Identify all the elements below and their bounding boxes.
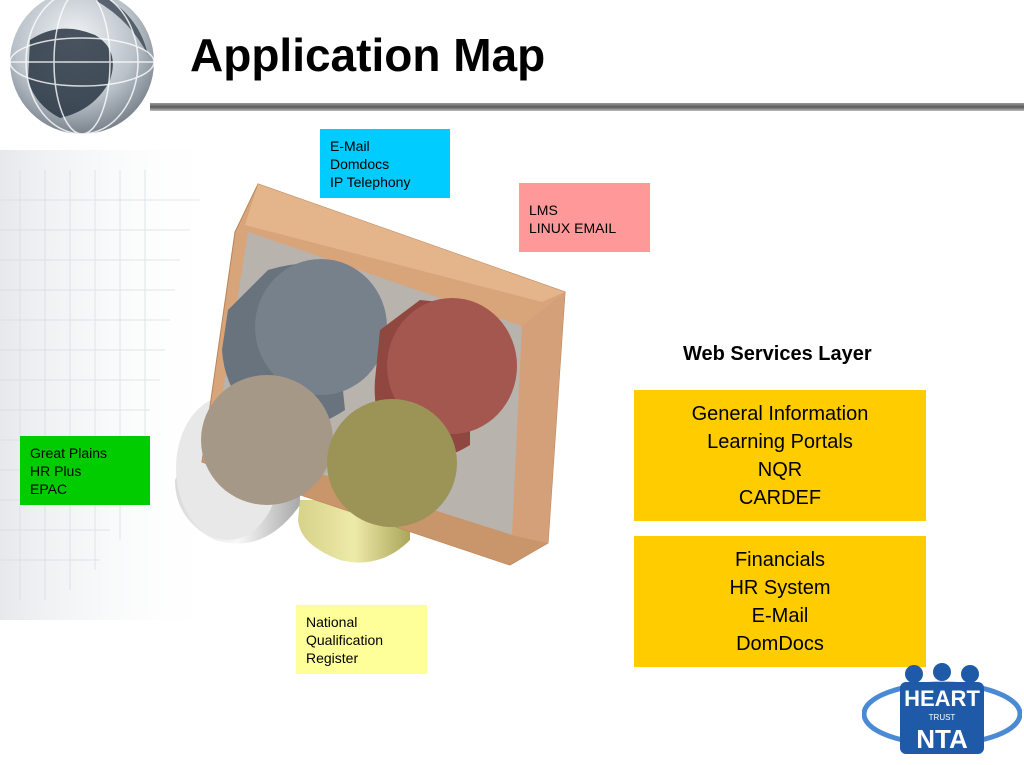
logo-text-top: HEART: [904, 686, 980, 711]
great-plains-line-3: EPAC: [30, 481, 68, 497]
web-services-panel-2: Financials HR System E-Mail DomDocs: [634, 536, 926, 667]
email-box-line-3: IP Telephony: [330, 174, 411, 190]
nqr-box: National Qualification Register: [296, 605, 427, 674]
lms-box-line-2: LINUX EMAIL: [529, 220, 617, 236]
panel-2-line-3: E-Mail: [751, 605, 809, 627]
olive-cylinder: [327, 399, 457, 527]
email-box: E-Mail Domdocs IP Telephony: [320, 129, 450, 198]
logo-text-sub: TRUST: [929, 713, 956, 722]
heart-nta-logo: HEART TRUST NTA: [862, 663, 1022, 754]
web-services-panel-1: General Information Learning Portals NQR…: [634, 390, 926, 521]
panel-1-line-1: General Information: [691, 403, 869, 425]
background-grid-panel: [0, 150, 220, 620]
web-services-heading: Web Services Layer: [683, 343, 872, 365]
panel-2-line-2: HR System: [729, 577, 831, 599]
panel-1-line-4: CARDEF: [738, 487, 822, 509]
panel-2-line-1: Financials: [734, 549, 826, 571]
nqr-box-line-2: Qualification: [306, 632, 384, 648]
great-plains-line-2: HR Plus: [30, 463, 82, 479]
tan-cylinder: [201, 375, 333, 505]
lms-box-line-1: LMS: [529, 202, 558, 218]
panel-1-line-2: Learning Portals: [707, 431, 853, 453]
nqr-box-line-3: Register: [306, 650, 359, 666]
lms-box: LMS LINUX EMAIL: [519, 183, 650, 252]
panel-1-line-3: NQR: [757, 459, 803, 481]
database-box-diagram: [175, 183, 566, 566]
slide-title: Application Map: [190, 29, 546, 81]
great-plains-line-1: Great Plains: [30, 445, 108, 461]
email-box-line-2: Domdocs: [330, 156, 390, 172]
title-underline: [150, 103, 1024, 111]
nqr-box-line-1: National: [306, 614, 358, 630]
great-plains-box: Great Plains HR Plus EPAC: [20, 436, 150, 505]
logo-text-bottom: NTA: [916, 724, 968, 754]
email-box-line-1: E-Mail: [330, 138, 370, 154]
panel-2-line-4: DomDocs: [736, 633, 824, 655]
globe-icon: [9, 0, 155, 135]
